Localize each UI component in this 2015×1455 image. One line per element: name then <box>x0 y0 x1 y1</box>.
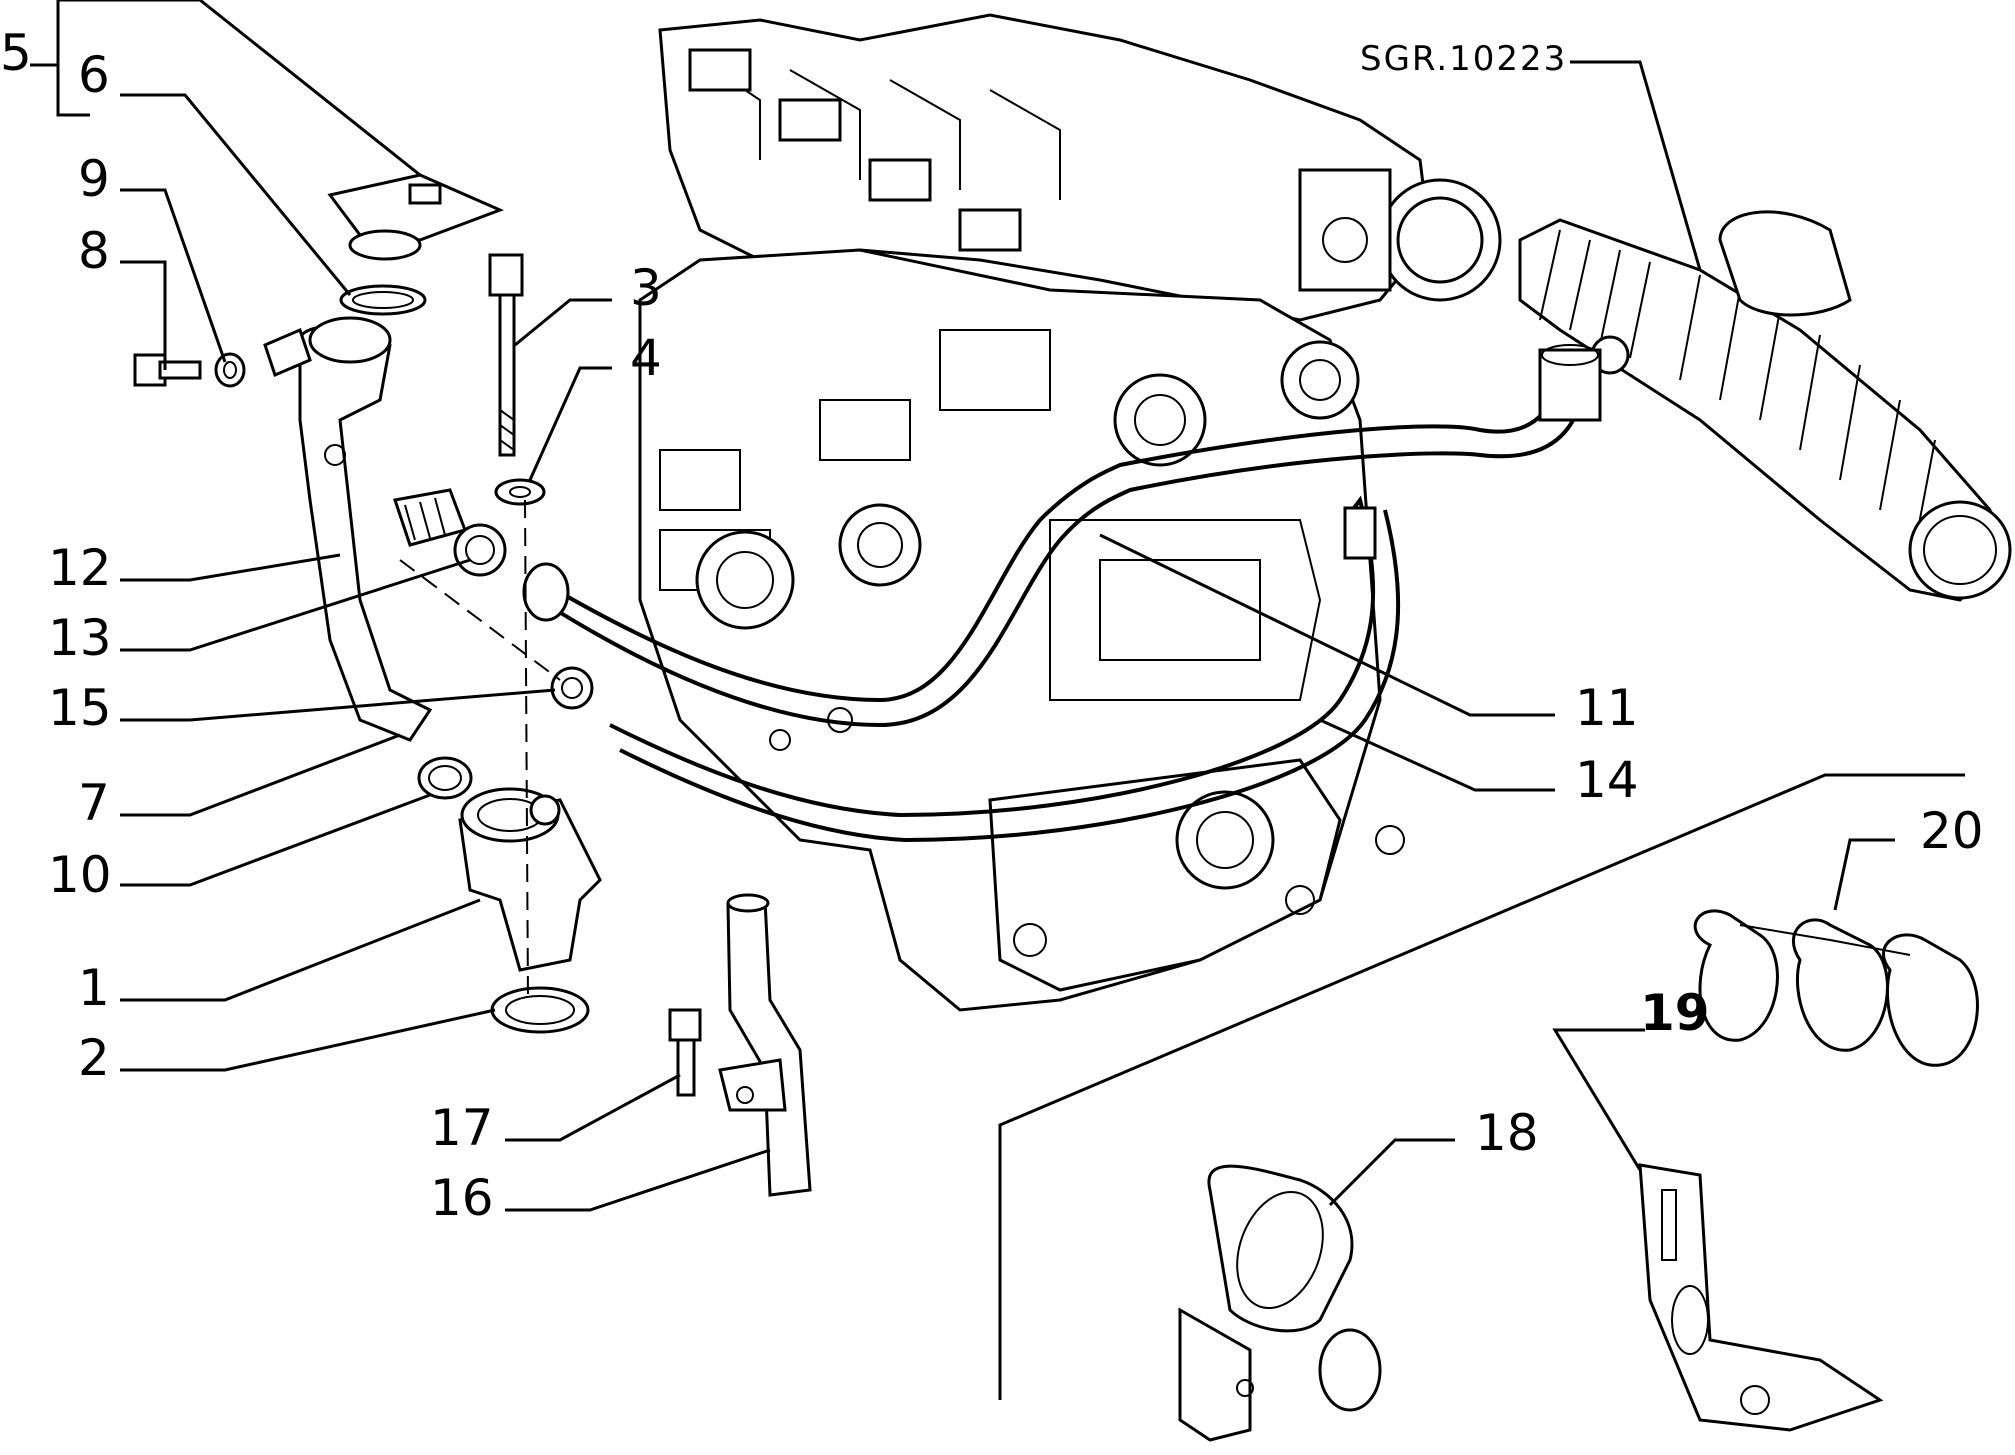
clip-20 <box>1693 909 1979 1067</box>
callout-3: 3 <box>630 259 662 317</box>
callout-16: 16 <box>430 1169 494 1227</box>
leader-air-hose <box>1570 60 1702 271</box>
callout-13: 13 <box>48 609 112 667</box>
drawing-reference: SGR.10223 <box>1360 39 1567 79</box>
callout-11: 11 <box>1575 679 1639 737</box>
callout-6: 6 <box>78 46 110 104</box>
callout-4: 4 <box>630 329 662 387</box>
washer-9 <box>214 352 246 388</box>
coolant-hose-14 <box>609 495 1401 843</box>
callout-15: 15 <box>48 679 112 737</box>
callout-8: 8 <box>78 222 110 280</box>
alignment-line <box>399 559 561 681</box>
clamp-15 <box>550 666 594 710</box>
callout-9: 9 <box>78 150 110 208</box>
callout-12: 12 <box>48 539 112 597</box>
clip-19 <box>1638 1163 1884 1432</box>
stud-3 <box>488 253 524 457</box>
callout-20: 20 <box>1920 802 1984 860</box>
leader-lines <box>30 0 1895 1212</box>
callout-18: 18 <box>1475 1104 1539 1162</box>
callout-2: 2 <box>78 1029 110 1087</box>
clamp-13 <box>453 523 507 577</box>
coolant-hose-11 <box>522 344 1602 728</box>
callout-17: 17 <box>430 1099 494 1157</box>
callout-10: 10 <box>48 846 112 904</box>
callout-5: 5 <box>0 24 32 82</box>
bolt-17 <box>668 1008 702 1097</box>
air-intake-hose <box>1518 210 2012 602</box>
seal-6 <box>339 284 427 316</box>
bolt-8 <box>133 353 202 387</box>
pipe-16 <box>718 893 812 1197</box>
callout-7: 7 <box>78 774 110 832</box>
thermostat-housing-1 <box>458 787 602 972</box>
callout-14: 14 <box>1575 751 1639 809</box>
washer-4 <box>494 478 546 506</box>
clip-18 <box>1178 1164 1382 1442</box>
thermostat-pipe <box>263 316 433 742</box>
seal-2 <box>490 986 590 1034</box>
inset-divider <box>998 773 1965 1400</box>
seal-10 <box>417 756 473 800</box>
sensor-12 <box>393 488 467 547</box>
cap-5 <box>327 173 504 261</box>
engine-block <box>638 13 1502 1012</box>
callout-1: 1 <box>78 959 110 1017</box>
callout-19: 19 <box>1640 984 1710 1042</box>
